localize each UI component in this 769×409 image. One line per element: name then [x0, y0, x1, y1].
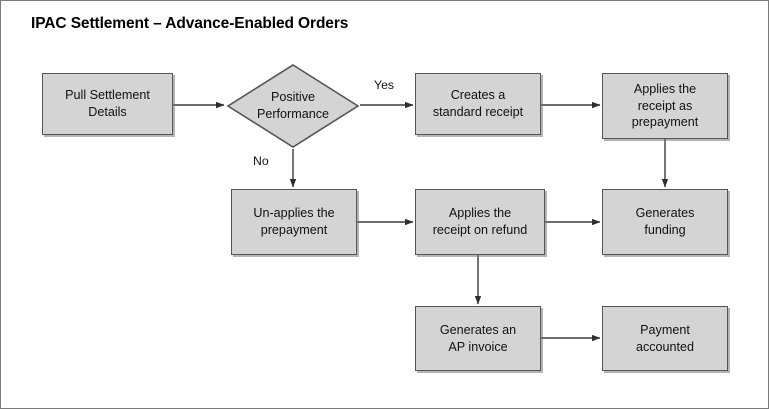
node-applies-the-receipt-as-prepayment[interactable]: Applies the receipt as prepayment	[602, 73, 728, 139]
node-label: Creates a standard receipt	[432, 88, 524, 119]
edge-label-no: No	[253, 154, 269, 168]
node-label: Generates an AP invoice	[439, 322, 517, 354]
node-label: Applies the receipt as prepayment	[631, 82, 699, 130]
diamond-shape	[226, 64, 360, 148]
node-applies-the-receipt-on-refund[interactable]: Applies the receipt on refund	[415, 189, 545, 255]
edge-label-yes: Yes	[374, 78, 395, 92]
node-label: Pull Settlement Details	[65, 88, 150, 119]
node-creates-a-standard-receipt[interactable]: Creates a standard receipt	[415, 73, 541, 135]
node-generates-funding[interactable]: Generates funding	[602, 189, 728, 255]
node-label: Applies the receipt on refund	[432, 206, 528, 237]
page-title: IPAC Settlement – Advance-Enabled Orders	[31, 15, 349, 32]
node-label: Payment accounted	[635, 322, 695, 354]
node-un-applies-the-prepayment[interactable]: Un-applies the prepayment	[231, 189, 357, 255]
node-positive-performance[interactable]: Positive Performance	[226, 63, 360, 149]
node-pull-settlement-details[interactable]: Pull Settlement Details	[42, 73, 173, 135]
node-label: Un-applies the prepayment	[253, 206, 335, 237]
node-generates-an-ap-invoice[interactable]: Generates an AP invoice	[415, 306, 541, 371]
node-payment-accounted[interactable]: Payment accounted	[602, 306, 728, 371]
node-label: Generates funding	[635, 206, 695, 237]
node-label: Positive Performance	[256, 90, 330, 121]
